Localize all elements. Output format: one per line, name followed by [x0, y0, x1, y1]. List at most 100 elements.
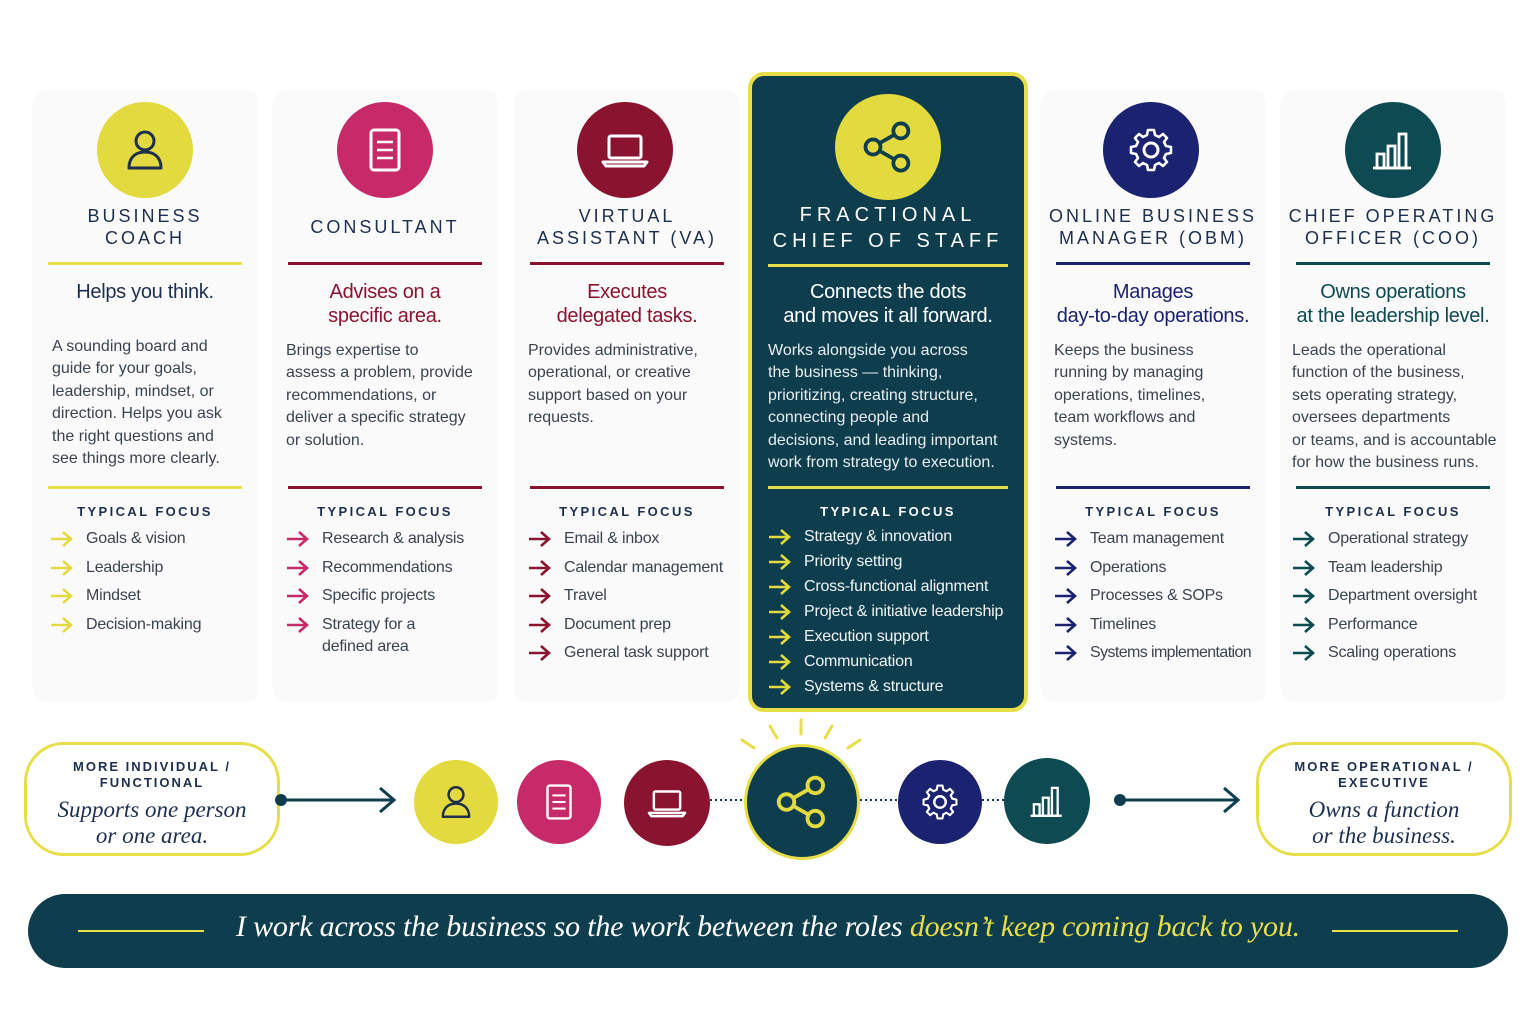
arrow-right-icon — [1292, 557, 1328, 579]
arrow-right-icon — [768, 576, 804, 598]
focus-item: Email & inbox — [528, 528, 734, 550]
focus-list: Goals & vision Leadership Mindset Decisi… — [50, 528, 252, 642]
role-title: BUSINESS COACH — [87, 206, 203, 248]
arrow-right-icon — [768, 626, 804, 648]
divider — [768, 264, 1008, 267]
focus-list: Operational strategy Team leadership Dep… — [1292, 528, 1500, 671]
focus-item: Leadership — [50, 557, 252, 579]
focus-item: Team leadership — [1292, 557, 1500, 579]
right-arrow-connector — [1114, 786, 1241, 814]
arrow-right-icon — [1292, 528, 1328, 550]
arrow-right-icon — [528, 585, 564, 607]
arrow-right-icon — [1054, 528, 1090, 550]
focus-item: Strategy & innovation — [768, 526, 1018, 548]
role-title: FRACTIONAL CHIEF OF STAFF — [772, 204, 1004, 252]
divider — [1056, 486, 1250, 489]
document-icon — [337, 102, 433, 198]
arrow-right-icon — [50, 614, 86, 636]
gear-icon — [1103, 102, 1199, 198]
divider — [288, 486, 482, 489]
arrow-right-icon — [768, 526, 804, 548]
focus-item: Decision-making — [50, 614, 252, 636]
focus-list: Strategy & innovation Priority setting C… — [768, 526, 1018, 701]
focus-item: Performance — [1292, 614, 1500, 636]
card-business-coach: BUSINESS COACH Helps you think. A soundi… — [32, 90, 258, 702]
spectrum-document-icon — [517, 760, 601, 844]
focus-item: Timelines — [1054, 614, 1260, 636]
focus-item: Scaling operations — [1292, 642, 1500, 664]
focus-item: Travel — [528, 585, 734, 607]
focus-label: TYPICAL FOCUS — [559, 504, 695, 519]
focus-item: Cross-functional alignment — [768, 576, 1018, 598]
bar-chart-icon — [1345, 102, 1441, 198]
focus-item: Team management — [1054, 528, 1260, 550]
focus-item: Priority setting — [768, 551, 1018, 573]
role-description: A sounding board and guide for your goal… — [52, 338, 222, 468]
focus-item: Operational strategy — [1292, 528, 1500, 550]
focus-item: Systems & structure — [768, 676, 1018, 698]
spectrum-laptop-icon — [624, 760, 710, 846]
focus-list: Team management Operations Processes & S… — [1054, 528, 1260, 671]
divider — [48, 262, 242, 265]
focus-item: Project & initiative leadership — [768, 601, 1018, 623]
arrow-right-icon — [286, 557, 322, 579]
role-description: Keeps the business running by managing o… — [1054, 342, 1206, 449]
arrow-right-icon — [528, 528, 564, 550]
focus-item: Communication — [768, 651, 1018, 673]
focus-label: TYPICAL FOCUS — [1085, 504, 1221, 519]
focus-item: Specific projects — [286, 585, 492, 607]
arrow-right-icon — [768, 551, 804, 573]
divider — [1056, 262, 1250, 265]
banner-text: I work across the business so the work b… — [28, 910, 1508, 944]
spectrum-left-endpoint: MORE INDIVIDUAL / FUNCTIONAL Supports on… — [24, 742, 280, 856]
focus-list: Email & inbox Calendar management Travel… — [528, 528, 734, 671]
person-icon — [97, 102, 193, 198]
role-title: CHIEF OPERATING OFFICER (COO) — [1288, 206, 1498, 248]
spectrum-right-endpoint: MORE OPERATIONAL / EXECUTIVE Owns a func… — [1256, 742, 1512, 856]
focus-label: TYPICAL FOCUS — [1325, 504, 1461, 519]
arrow-right-icon — [286, 614, 322, 636]
role-headline: Owns operations at the leadership level. — [1296, 281, 1490, 327]
arrow-right-icon — [1292, 585, 1328, 607]
role-description: Provides administrative, operational, or… — [528, 342, 698, 427]
focus-item: General task support — [528, 642, 734, 664]
focus-item: Calendar management — [528, 557, 734, 579]
arrow-right-icon — [286, 528, 322, 550]
arrow-right-icon — [528, 557, 564, 579]
tagline-banner: I work across the business so the work b… — [28, 894, 1508, 968]
spectrum-left-label: MORE INDIVIDUAL / FUNCTIONAL — [73, 759, 231, 790]
role-headline: Connects the dots and moves it all forwa… — [783, 281, 993, 327]
focus-label: TYPICAL FOCUS — [77, 504, 213, 519]
banner-text-highlight: doesn’t keep coming back to you. — [909, 910, 1300, 943]
arrow-right-icon — [528, 614, 564, 636]
focus-item: Systems implementation — [1054, 642, 1260, 664]
focus-label: TYPICAL FOCUS — [820, 504, 956, 519]
role-title: CONSULTANT — [310, 217, 460, 237]
arrow-right-icon — [286, 585, 322, 607]
divider — [530, 262, 724, 265]
spectrum-right-label: MORE OPERATIONAL / EXECUTIVE — [1294, 759, 1474, 790]
laptop-icon — [577, 102, 673, 198]
divider — [1296, 486, 1490, 489]
arrow-right-icon — [1054, 642, 1090, 664]
share-nodes-icon — [835, 94, 941, 200]
focus-item: Execution support — [768, 626, 1018, 648]
banner-rule-left — [78, 930, 204, 932]
banner-text-main: I work across the business so the work b… — [236, 910, 910, 943]
arrow-right-icon — [768, 676, 804, 698]
focus-list: Research & analysis Recommendations Spec… — [286, 528, 492, 664]
arrow-right-icon — [50, 585, 86, 607]
card-consultant: CONSULTANT Advises on a specific area. B… — [272, 90, 498, 702]
divider — [768, 486, 1008, 489]
card-virtual-assistant: VIRTUAL ASSISTANT (VA) Executes delegate… — [514, 90, 740, 702]
arrow-right-icon — [1292, 614, 1328, 636]
role-title: ONLINE BUSINESS MANAGER (OBM) — [1048, 206, 1258, 248]
divider — [48, 486, 242, 489]
arrow-right-icon — [1054, 614, 1090, 636]
spectrum-left-text: Supports one person or one area. — [57, 797, 247, 848]
focus-item: Department oversight — [1292, 585, 1500, 607]
focus-item: Strategy for a defined area — [286, 614, 492, 658]
arrow-right-icon — [50, 528, 86, 550]
arrow-right-icon — [1054, 585, 1090, 607]
card-chief-operating-officer: CHIEF OPERATING OFFICER (COO) Owns opera… — [1280, 90, 1506, 702]
